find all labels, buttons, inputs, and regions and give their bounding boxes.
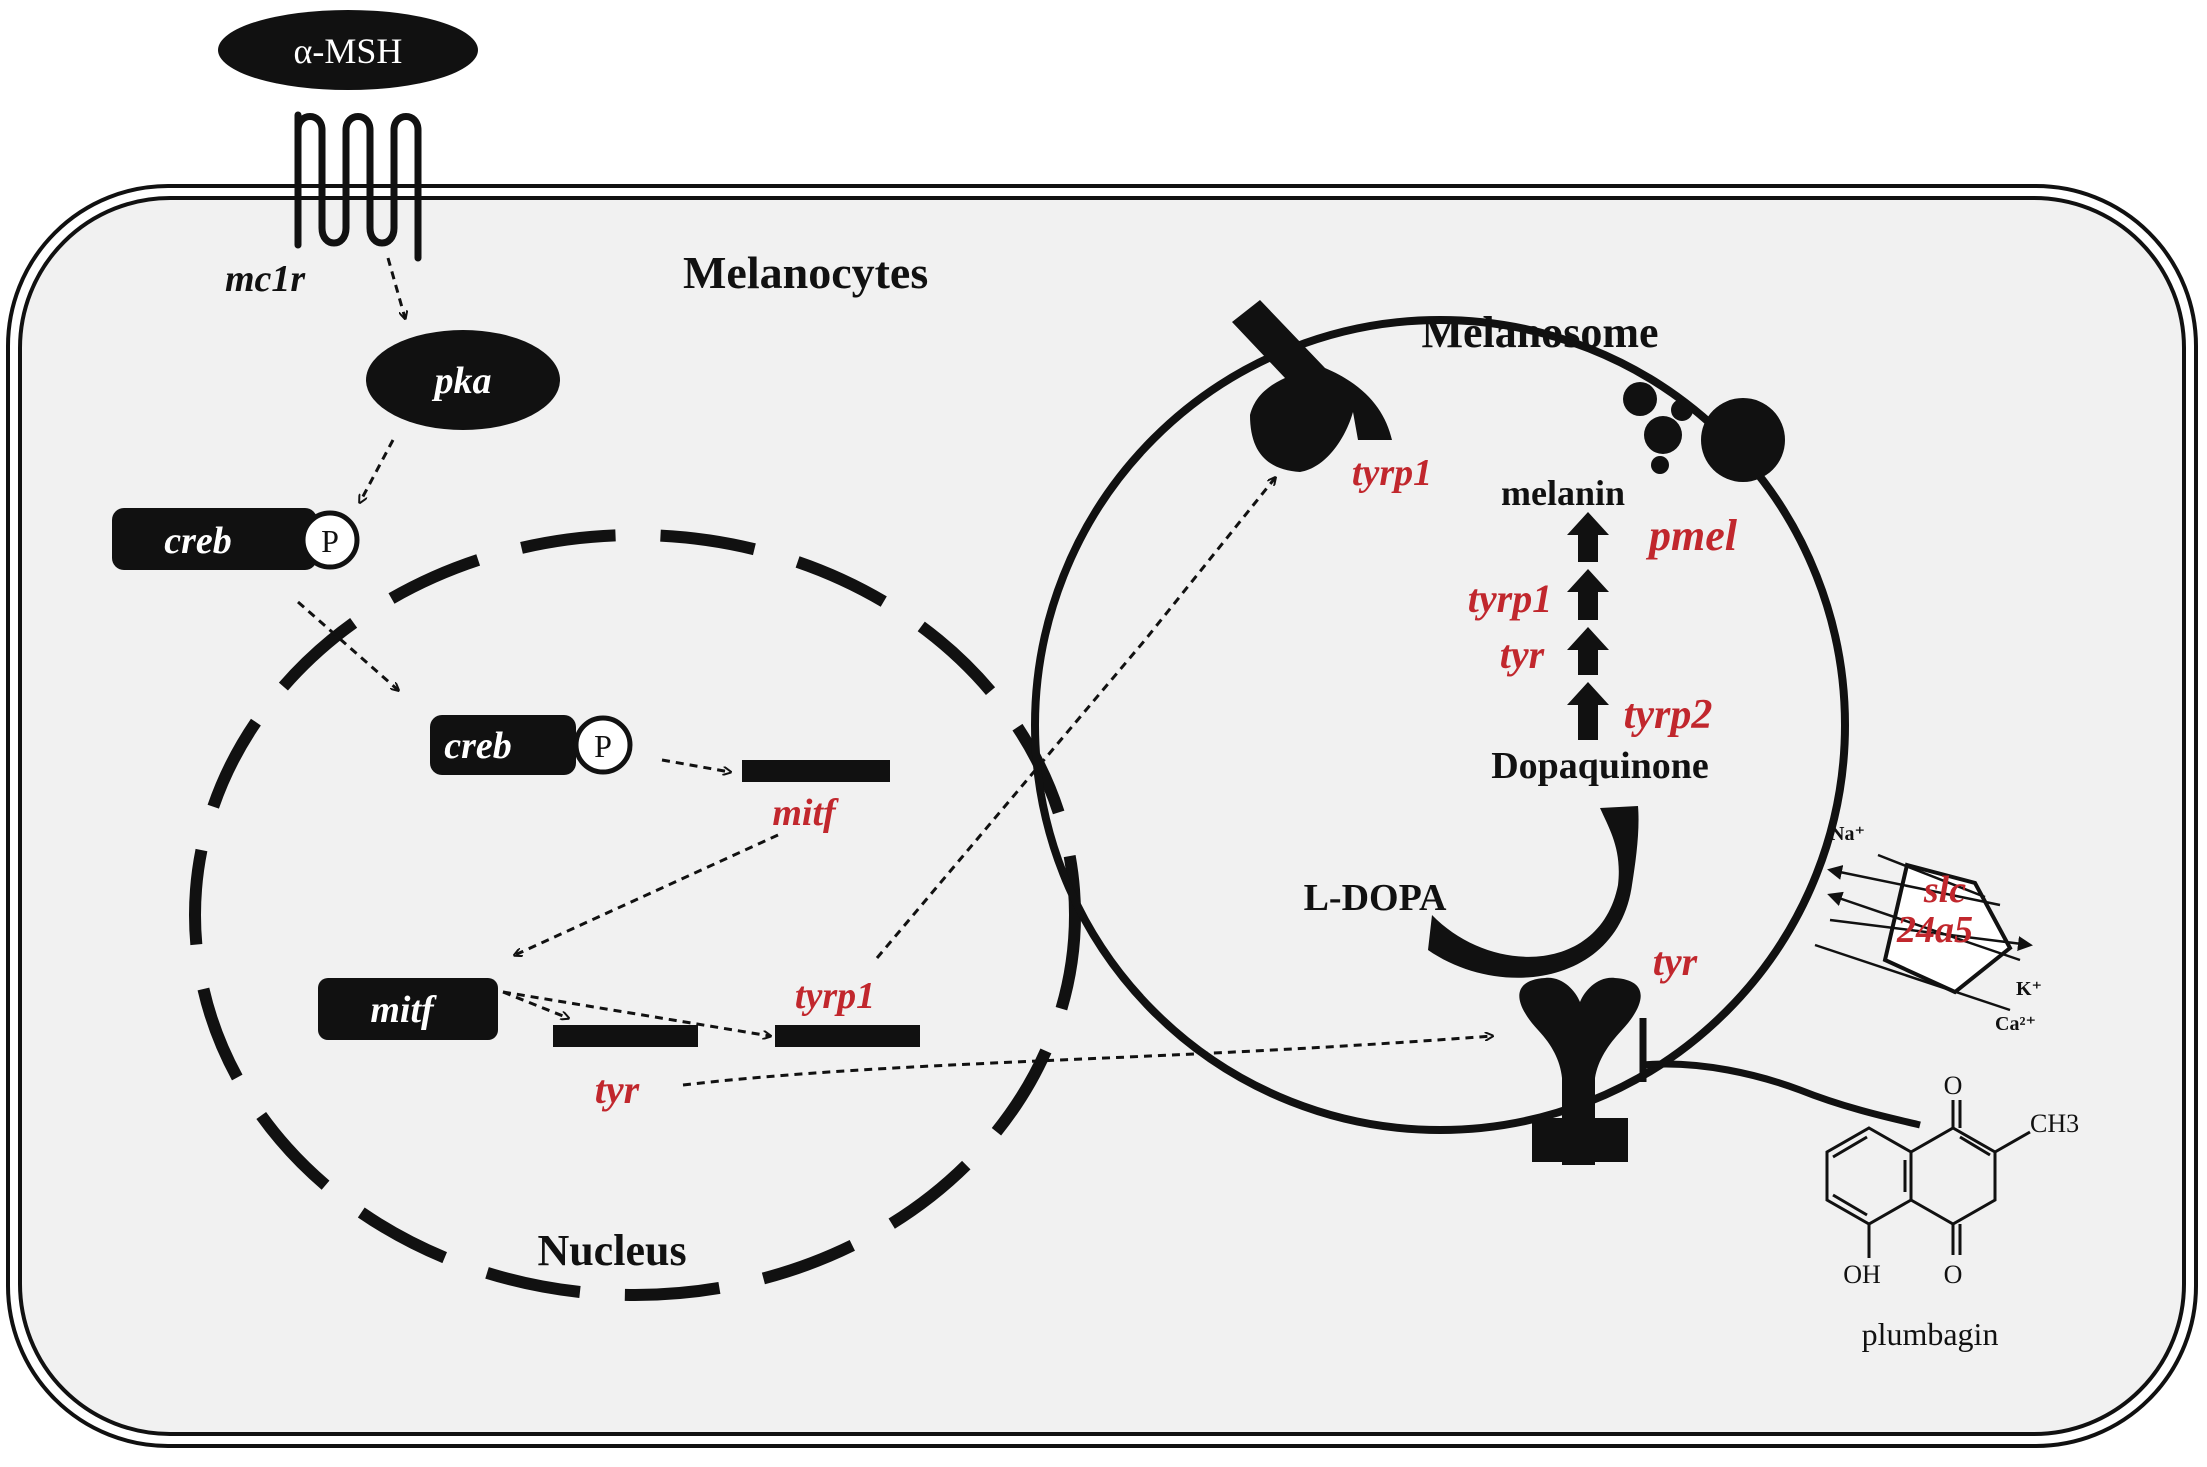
slc-label-line1: slc (1923, 869, 1966, 911)
k-ion-label: K⁺ (2016, 978, 2042, 1000)
tyrp1-step-label: tyrp1 (1468, 576, 1552, 621)
slc-label-line2: 24a5 (1896, 909, 1973, 951)
creb-cyto-label: creb (164, 520, 232, 562)
plumbagin-inhibition-line (1642, 1060, 1921, 1129)
tyr-gene-label: tyr (595, 1067, 640, 1112)
ldopa-label: L-DOPA (1304, 877, 1447, 919)
mitf-gene-label: mitf (772, 792, 839, 834)
cell-title: Melanocytes (683, 247, 928, 298)
atom-oh: OH (1843, 1260, 1881, 1289)
signal-arrows (297, 257, 1492, 1087)
creb-nuc-label: creb (444, 725, 512, 767)
tyrp1-gene-label: tyrp1 (795, 975, 875, 1017)
mitf-protein-label: mitf (370, 989, 437, 1031)
slc24a5-transporter (1814, 853, 2033, 1012)
atom-o-bottom: O (1944, 1260, 1963, 1289)
cell-membrane (6, 184, 2198, 1448)
ldopa-conversion-arrow (1428, 806, 1639, 978)
mitf-gene-bar (742, 760, 890, 782)
pka-label: pka (432, 360, 492, 402)
tyrp1-protein-label: tyrp1 (1352, 452, 1432, 494)
pathway-arrows (1567, 512, 1609, 740)
mc1r-label: mc1r (225, 258, 306, 300)
nucleus-title: Nucleus (537, 1226, 686, 1275)
creb-cyto-protein (112, 508, 317, 570)
plumbagin-structure (1825, 1100, 2031, 1258)
phospho-cyto (300, 510, 360, 570)
na-ion-label: Na⁺ (1830, 823, 1865, 845)
plumbagin-label: plumbagin (1862, 1316, 1999, 1352)
tyrp1-membrane-protein (1232, 300, 1392, 472)
tyrp1-gene-bar (775, 1025, 920, 1047)
tyr-step-label: tyr (1500, 632, 1545, 677)
nucleus-envelope (189, 529, 1081, 1301)
dopaquinone-label: Dopaquinone (1491, 745, 1709, 787)
tyr-enzyme-label: tyr (1653, 939, 1698, 984)
melanosome-membrane (1031, 316, 1849, 1134)
tyr-enzyme (1519, 977, 1641, 1165)
mitf-protein (318, 978, 498, 1040)
msh-label: α-MSH (294, 31, 403, 71)
phospho-nuc (573, 715, 633, 775)
tyr-gene-bar (553, 1025, 698, 1047)
atom-ch3: CH3 (2030, 1109, 2079, 1138)
melanosome-title: Melanosome (1421, 308, 1658, 357)
mc1r-receptor (294, 111, 422, 262)
ca-ion-label: Ca²⁺ (1995, 1013, 2036, 1035)
atom-o-top: O (1944, 1071, 1963, 1100)
creb-nuc-protein (430, 715, 576, 775)
pka-protein (366, 330, 560, 430)
phospho-nuc-label: P (594, 728, 612, 764)
tyrp2-label: tyrp2 (1624, 692, 1713, 738)
pmel-label: pmel (1645, 511, 1738, 560)
melanin-granules (1623, 382, 1785, 482)
melanin-label: melanin (1501, 473, 1625, 513)
msh-ligand (218, 10, 478, 90)
phospho-cyto-label: P (321, 523, 339, 559)
